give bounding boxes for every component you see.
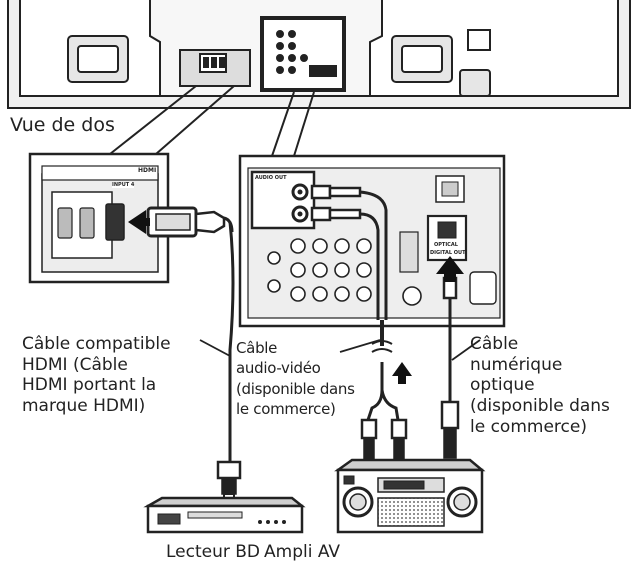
panel-text-audio-out: AUDIO OUT <box>255 175 287 181</box>
tv-terminal-highlight <box>260 16 346 92</box>
bd-player-device <box>143 496 306 534</box>
hdmi-input-4-port <box>105 203 125 241</box>
label-av-cable-line: audio-vidéo <box>236 359 321 378</box>
panel-text-input-4: INPUT 4 <box>112 182 135 188</box>
arrow-up-av-cable <box>392 362 412 384</box>
label-av-cable-line: le commerce) <box>236 399 336 418</box>
cable-break-mark <box>371 340 393 353</box>
panel-text-digital-out: DIGITAL OUT <box>430 250 466 256</box>
label-hdmi-cable-line: HDMI portant la <box>22 375 157 396</box>
tv-back-view <box>7 0 631 109</box>
label-av-cable-line: Câble <box>236 339 278 357</box>
arrow-into-hdmi <box>128 210 150 234</box>
label-optical-cable-line: le commerce) <box>470 416 587 437</box>
label-bd-player: Lecteur BD <box>166 542 261 562</box>
label-leaders <box>199 339 481 361</box>
label-hdmi-cable-line: Câble compatible <box>22 334 171 354</box>
label-optical-cable-line: numérique <box>470 354 563 375</box>
label-av-amp: Ampli AV <box>264 542 341 562</box>
label-optical-cable-line: (disponible dans <box>470 396 610 417</box>
label-hdmi-cable-line: HDMI (Câble <box>22 354 128 375</box>
label-av-cable-line: (disponible dans <box>236 379 355 398</box>
label-optical-cable-line: Câble <box>470 334 519 354</box>
audio-panel-inset <box>238 154 506 328</box>
label-optical-cable: Câble numérique optique (disponible dans… <box>470 334 610 438</box>
label-av-cable: Câble audio-vidéo (disponible dans le co… <box>236 338 355 419</box>
zoom-lines <box>109 85 315 157</box>
panel-text-hdmi: HDMI <box>138 167 157 174</box>
label-back-view: Vue de dos <box>10 114 119 138</box>
label-optical-cable-line: optique <box>470 375 535 396</box>
av-amp-device <box>334 458 486 534</box>
arrow-up-optical <box>436 256 464 282</box>
hdmi-panel-inset <box>28 152 170 284</box>
optical-cable <box>440 276 460 459</box>
label-hdmi-cable-line: marque HDMI) <box>22 396 146 417</box>
label-hdmi-cable: Câble compatible HDMI (Câble HDMI portan… <box>22 334 171 417</box>
panel-text-optical: OPTICAL <box>434 242 458 248</box>
